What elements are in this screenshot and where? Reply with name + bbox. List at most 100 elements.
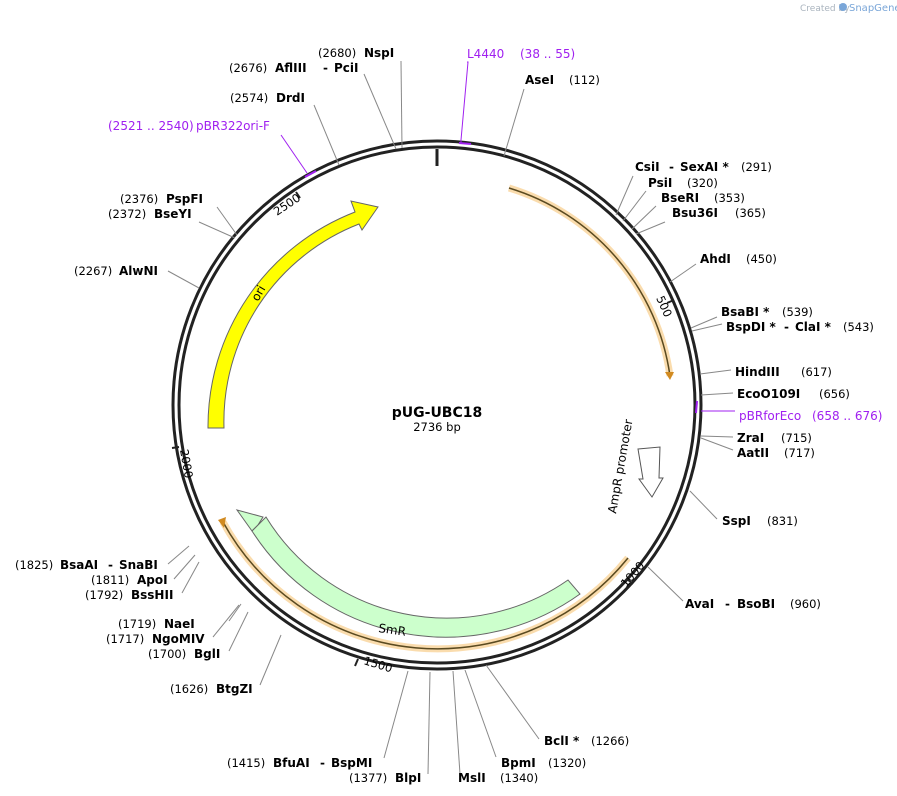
site-btgzi[interactable]: (1626) BtgZI <box>170 682 253 696</box>
ampr-promoter-label: AmpR promoter <box>605 418 635 514</box>
site-drdi[interactable]: (2574) DrdI <box>230 91 305 105</box>
site-leader-lines <box>167 60 734 775</box>
svg-text:(2372): (2372) <box>108 207 146 221</box>
svg-text:(320): (320) <box>687 176 718 190</box>
svg-text:DrdI: DrdI <box>276 91 305 105</box>
site-ngomiv[interactable]: (1717) NgoMIV <box>106 632 205 646</box>
site-avai-bsobi[interactable]: AvaI - BsoBI (960) <box>685 597 821 611</box>
svg-text:BsaAI: BsaAI <box>60 558 98 572</box>
site-naei[interactable]: (1719) NaeI <box>118 617 195 631</box>
site-sspi[interactable]: SspI (831) <box>722 514 798 528</box>
svg-text:-: - <box>669 160 674 174</box>
site-bsabi[interactable]: BsaBI * (539) <box>721 305 813 319</box>
svg-text:(1717): (1717) <box>106 632 144 646</box>
svg-text:AflIII: AflIII <box>275 61 307 75</box>
site-blpi[interactable]: (1377) BlpI <box>349 771 421 785</box>
smr-label: SmR <box>378 621 407 639</box>
svg-text:(2680): (2680) <box>318 46 356 60</box>
svg-text:(1415): (1415) <box>227 756 265 770</box>
site-psii[interactable]: PsiI (320) <box>648 176 718 190</box>
svg-text:BclI *: BclI * <box>544 734 580 748</box>
primer-pbr322ori-f-range: (2521 .. 2540) <box>108 119 194 133</box>
svg-text:(450): (450) <box>746 252 777 266</box>
svg-text:-: - <box>725 597 730 611</box>
site-bcli[interactable]: BclI * (1266) <box>544 734 629 748</box>
svg-text:(543): (543) <box>843 320 874 334</box>
plasmid-name: pUG-UBC18 <box>392 405 483 421</box>
site-asei[interactable]: AseI (112) <box>525 73 600 87</box>
credit-prefix: Created by <box>800 4 850 14</box>
site-pspfi[interactable]: (2376) PspFI <box>120 192 203 206</box>
site-hindiii[interactable]: HindIII (617) <box>735 365 832 379</box>
svg-text:(2574): (2574) <box>230 91 268 105</box>
site-ecoo109i[interactable]: EcoO109I (656) <box>737 387 850 401</box>
svg-text:PspFI: PspFI <box>166 192 203 206</box>
site-bgli[interactable]: (1700) BglI <box>148 647 220 661</box>
svg-text:NspI: NspI <box>364 46 394 60</box>
site-aatii[interactable]: AatII (717) <box>737 446 815 460</box>
site-zrai[interactable]: ZraI (715) <box>737 431 812 445</box>
svg-text:(112): (112) <box>569 73 600 87</box>
backbone-outer-ring <box>171 139 703 671</box>
site-csii-sexai[interactable]: CsiI - SexAI * (291) <box>635 160 772 174</box>
site-afliii-pcii[interactable]: (2676) AflIII - PciI <box>229 61 359 75</box>
svg-text:SexAI *: SexAI * <box>680 160 729 174</box>
svg-text:BlpI: BlpI <box>395 771 421 785</box>
site-bseyi[interactable]: (2372) BseYI <box>108 207 192 221</box>
svg-text:1500: 1500 <box>362 653 394 675</box>
site-bseri[interactable]: BseRI (353) <box>661 191 745 205</box>
svg-text:SspI: SspI <box>722 514 751 528</box>
svg-text:(1700): (1700) <box>148 647 186 661</box>
backbone-inner-ring <box>177 145 697 665</box>
primer-pbrforeco-name: pBRforEco <box>739 409 801 423</box>
svg-text:(365): (365) <box>735 206 766 220</box>
svg-text:MslI: MslI <box>458 771 486 785</box>
site-ahdi[interactable]: AhdI (450) <box>700 252 777 266</box>
svg-text:NaeI: NaeI <box>164 617 195 631</box>
ampr-promoter-feature[interactable] <box>637 446 664 498</box>
svg-text:PciI: PciI <box>334 61 359 75</box>
svg-text:(1266): (1266) <box>591 734 629 748</box>
svg-text:(1719): (1719) <box>118 617 156 631</box>
svg-text:(1377): (1377) <box>349 771 387 785</box>
svg-text:(2376): (2376) <box>120 192 158 206</box>
primer-l4440-range: (38 .. 55) <box>520 47 575 61</box>
site-bfuai-bspmi[interactable]: (1415) BfuAI - BspMI <box>227 756 372 770</box>
site-bsshii[interactable]: (1792) BssHII <box>85 588 173 602</box>
site-nspi[interactable]: (2680) NspI <box>318 46 394 60</box>
plasmid-length: 2736 bp <box>413 420 461 434</box>
svg-text:BtgZI: BtgZI <box>216 682 253 696</box>
svg-text:BspMI: BspMI <box>331 756 372 770</box>
svg-text:-: - <box>323 61 328 75</box>
site-apoi[interactable]: (1811) ApoI <box>91 573 168 587</box>
svg-text:(1320): (1320) <box>548 756 586 770</box>
svg-text:(717): (717) <box>784 446 815 460</box>
site-bsu36i[interactable]: Bsu36I (365) <box>672 206 766 220</box>
site-bsaai-snabi[interactable]: (1825) BsaAI - SnaBI <box>15 558 158 572</box>
site-bpmi[interactable]: BpmI (1320) <box>501 756 586 770</box>
primer-l4440[interactable]: L4440 (38 .. 55) <box>458 47 575 145</box>
svg-text:(291): (291) <box>741 160 772 174</box>
svg-text:(1792): (1792) <box>85 588 123 602</box>
svg-text:ZraI: ZraI <box>737 431 764 445</box>
ori-feature[interactable] <box>207 200 379 429</box>
site-alwni[interactable]: (2267) AlwNI <box>74 264 158 278</box>
svg-text:AvaI: AvaI <box>685 597 714 611</box>
site-bspdi-clai[interactable]: BspDI * - ClaI * (543) <box>726 320 874 334</box>
svg-text:BpmI: BpmI <box>501 756 536 770</box>
tick-2000: 2000 <box>171 446 196 479</box>
svg-text:PsiI: PsiI <box>648 176 672 190</box>
svg-text:AatII: AatII <box>737 446 769 460</box>
svg-text:NgoMIV: NgoMIV <box>152 632 205 646</box>
primer-pbr322ori-f[interactable]: (2521 .. 2540) pBR322ori-F <box>108 119 317 178</box>
smr-feature[interactable] <box>251 516 581 638</box>
primer-pbrforeco[interactable]: pBRforEco (658 .. 676) <box>695 400 882 423</box>
svg-text:AlwNI: AlwNI <box>119 264 158 278</box>
ori-label: ori <box>248 283 268 304</box>
svg-text:BsaBI *: BsaBI * <box>721 305 770 319</box>
site-msli[interactable]: MslI (1340) <box>458 771 538 785</box>
svg-text:(960): (960) <box>790 597 821 611</box>
svg-text:-: - <box>320 756 325 770</box>
primer-pbrforeco-range: (658 .. 676) <box>812 409 882 423</box>
